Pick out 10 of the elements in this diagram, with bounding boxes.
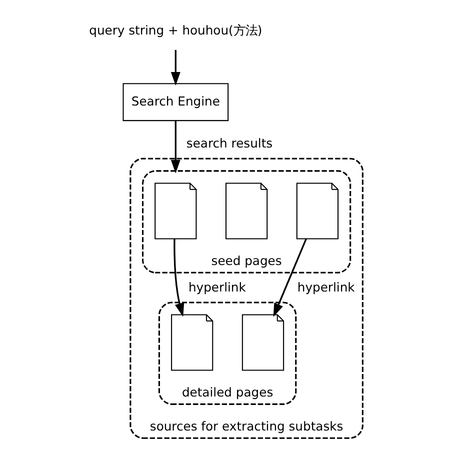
arrow	[170, 120, 180, 174]
cluster: seed pages	[142, 170, 352, 274]
arrow	[174, 238, 184, 317]
edge-label: hyperlink	[297, 280, 355, 294]
node-text: query string + houhou(方法)	[89, 23, 262, 38]
arrow	[273, 238, 307, 318]
edge-label: hyperlink	[188, 280, 246, 294]
node-box: Search Engine	[122, 83, 229, 122]
arrow	[170, 50, 180, 86]
edge-label: search results	[186, 136, 273, 150]
